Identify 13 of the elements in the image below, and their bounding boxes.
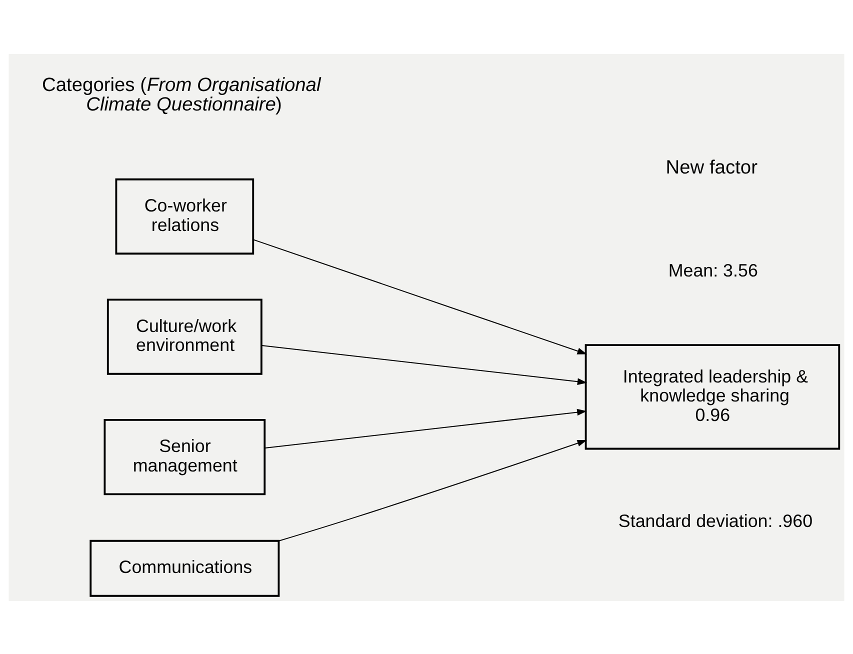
node-box: Co-worker relations [115, 178, 254, 254]
node-box: Culture/work environment [106, 298, 262, 374]
arrow [265, 408, 587, 448]
arrow [278, 439, 588, 541]
node-box: Senior management [104, 418, 266, 495]
label: Categories (From Organisational Climate Questionnaire) [42, 74, 321, 115]
arrow [253, 238, 588, 354]
node-label: Standard deviation: .960 [618, 510, 813, 531]
label: New factor [666, 157, 758, 178]
arrow [262, 344, 588, 384]
node-label: Mean: 3.56 [668, 260, 758, 280]
node-box: Integrated leadership & knowledge sharing 0.96 [584, 344, 840, 450]
node-box: Communications [90, 539, 280, 596]
